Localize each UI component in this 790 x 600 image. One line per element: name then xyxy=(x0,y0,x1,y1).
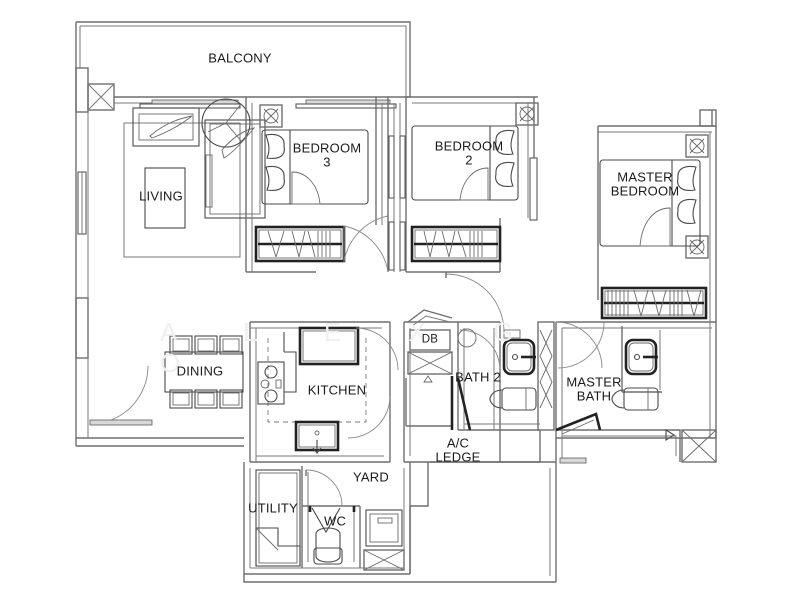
misc-outline xyxy=(76,430,716,582)
bedroom-2 xyxy=(406,96,539,333)
corridor-doors xyxy=(343,97,407,273)
yard-utility-wc xyxy=(243,462,556,583)
hall-and-bath2 xyxy=(403,309,555,463)
living-room xyxy=(123,98,266,258)
master-bath xyxy=(555,321,717,464)
master-bedroom xyxy=(597,109,717,438)
bedroom-3 xyxy=(245,97,389,273)
dining-area xyxy=(89,335,244,426)
kitchen xyxy=(249,321,399,463)
balcony-sliding-doors xyxy=(139,99,397,109)
